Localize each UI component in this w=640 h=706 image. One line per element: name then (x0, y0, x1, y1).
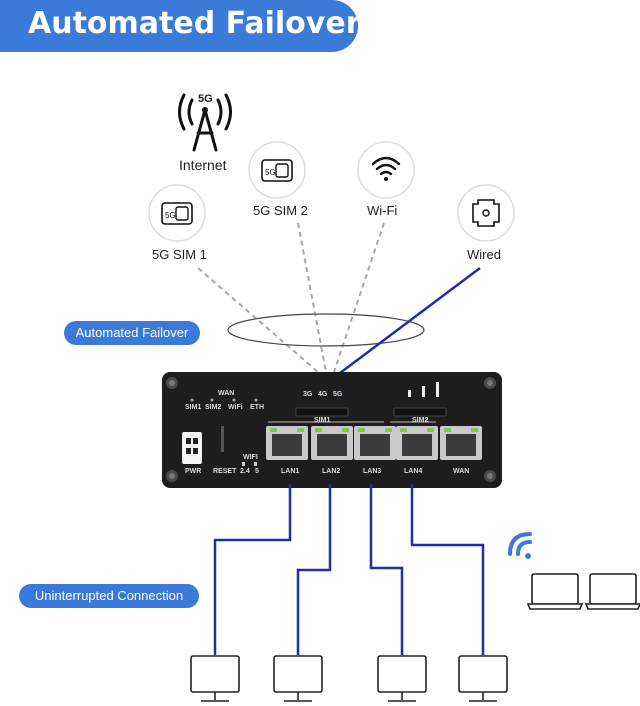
router-4g-label: 4G (318, 391, 328, 398)
port-lan3 (354, 426, 396, 460)
sim2-icon (248, 141, 306, 199)
page-title: Automated Failover (28, 6, 361, 41)
sim1-chip-text: 5G (165, 211, 176, 220)
wifi-label: Wi-Fi (367, 203, 398, 218)
port-label-lan2: LAN2 (322, 468, 341, 475)
wireless-links (197, 222, 385, 373)
internet-label: Internet (179, 157, 227, 173)
lan-cables (213, 484, 485, 655)
router-5-label: 5 (255, 468, 259, 475)
port-lan4 (396, 426, 438, 460)
monitor-icon (377, 655, 427, 702)
sim1-label: 5G SIM 1 (152, 247, 207, 262)
port-label-wan: WAN (453, 468, 470, 475)
monitor-icon (273, 655, 323, 702)
router-wifi-led-label: WiFi (228, 404, 243, 411)
router-eth-led-label: ETH (250, 404, 264, 411)
monitor-icon (190, 655, 240, 702)
router-wifi-band-label: WIFI (243, 454, 258, 461)
port-label-lan4: LAN4 (404, 468, 423, 475)
port-lan2 (311, 426, 353, 460)
tower-label: 5G (198, 93, 213, 105)
failover-ring (227, 313, 425, 347)
router-5g-label: 5G (333, 391, 343, 398)
router (162, 372, 502, 488)
sim2-link (297, 222, 327, 373)
laptop-icon (526, 573, 584, 610)
port-lan1 (266, 426, 308, 460)
port-wan (440, 426, 482, 460)
router-3g-label: 3G (303, 391, 313, 398)
ports (266, 426, 482, 460)
router-24-label: 2.4 (240, 468, 250, 475)
laptop-icon (584, 573, 640, 610)
monitor-icon (458, 655, 508, 702)
title-banner: Automated Failover (0, 0, 361, 52)
sim2-label: 5G SIM 2 (253, 203, 308, 218)
sim2-chip-text: 5G (265, 168, 276, 177)
monitors (190, 655, 508, 702)
automated-failover-pill: Automated Failover (64, 321, 200, 345)
port-label-lan1: LAN1 (281, 468, 300, 475)
wifi-icon (357, 141, 415, 199)
uninterrupted-connection-pill: Uninterrupted Connection (19, 584, 199, 608)
router-sim2-slot-label: SIM2 (412, 417, 429, 424)
router-wan-top-label: WAN (218, 390, 235, 397)
router-sim2-led-label: SIM2 (205, 404, 222, 411)
router-sim1-led-label: SIM1 (185, 404, 202, 411)
router-reset-label: RESET (213, 468, 237, 475)
router-sim1-slot-label: SIM1 (314, 417, 331, 424)
sim1-icon (148, 184, 206, 242)
sim1-link (197, 267, 319, 373)
cell-tower-icon (178, 93, 232, 152)
port-label-lan3: LAN3 (363, 468, 382, 475)
wired-label: Wired (467, 247, 501, 262)
ethernet-icon (457, 184, 515, 242)
wireless-signal-icon (508, 532, 532, 559)
wifi-link (333, 222, 385, 373)
wired-link (339, 267, 481, 374)
router-pwr-label: PWR (185, 468, 202, 475)
